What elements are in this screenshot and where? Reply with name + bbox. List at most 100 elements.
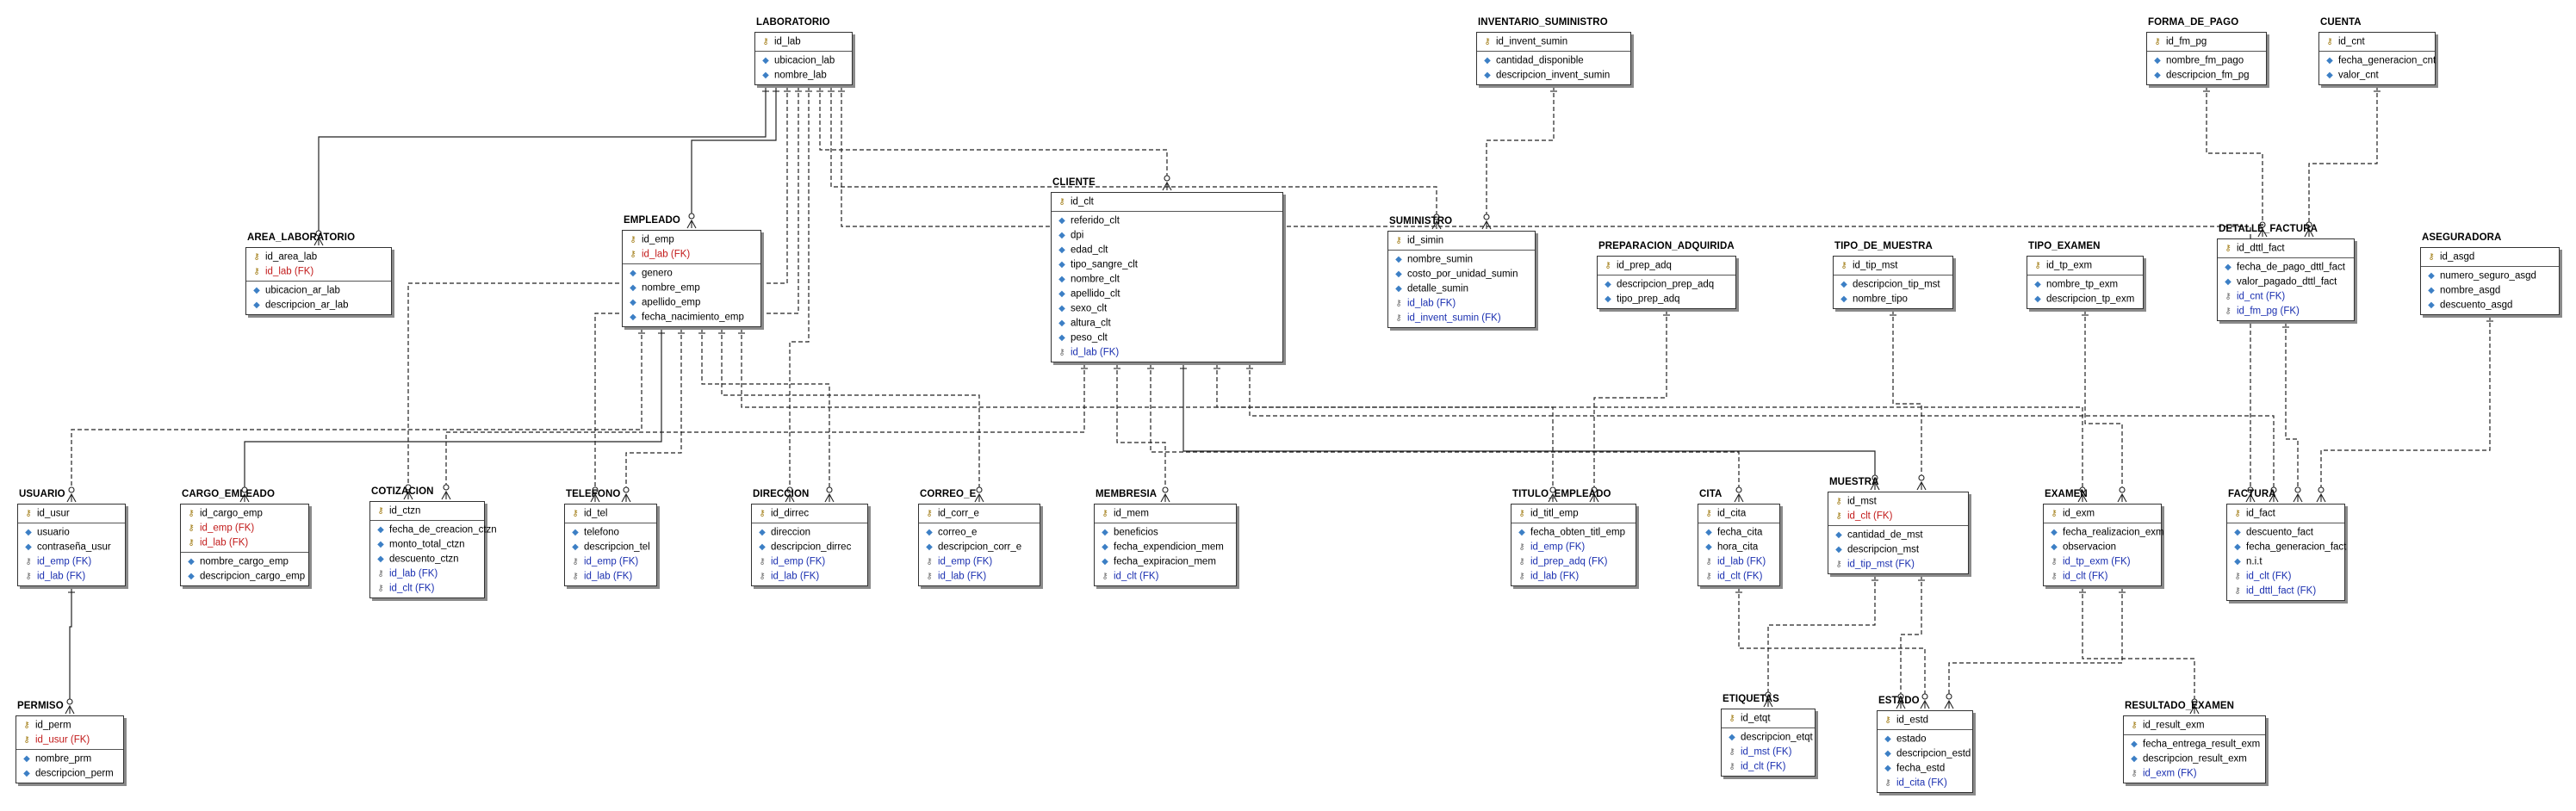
attribute-row: ◆n.i.t: [2231, 554, 2340, 569]
key-row: ⚷id_estd: [1882, 713, 1968, 727]
entity-correo-e[interactable]: CORREO_E ⚷id_corr_e ◆correo_e◆descripcio…: [918, 489, 1040, 586]
relationship-empleado-to-usuario: [71, 328, 642, 488]
attribute-diamond-icon: ◆: [1058, 333, 1065, 343]
key-icon: ⚷: [2428, 252, 2435, 262]
foreign-key-row: ⚷id_fm_pg (FK): [2222, 304, 2349, 319]
entity-suministro[interactable]: SUMINISTRO ⚷id_simin ◆nombre_sumin◆costo…: [1387, 216, 1536, 328]
entity-examen[interactable]: EXAMEN ⚷id_exm ◆fecha_realizacion_exm◆ob…: [2043, 489, 2164, 586]
attribute-row: ◆descripcion_estd: [1882, 746, 1971, 761]
relationship-cliente-to-cotizacion: [445, 363, 1085, 486]
field-name: id_invent_sumin (FK): [1407, 313, 1501, 324]
field-name: fecha_generacion_cnt: [2338, 55, 2436, 66]
entity-titulo-empleado[interactable]: TITULO_EMPLEADO ⚷id_titl_emp ◆fecha_obte…: [1511, 489, 1636, 586]
field-name: nombre_tipo: [1853, 294, 1908, 305]
entity-aseguradora[interactable]: ASEGURADORA ⚷id_asgd ◆numero_seguro_asgd…: [2420, 232, 2560, 315]
attribute-section: ◆fecha_obten_titl_emp⚷id_emp (FK)⚷id_pre…: [1511, 523, 1636, 585]
entity-box: ⚷id_mem ◆beneficios◆fecha_expendicion_me…: [1094, 504, 1237, 586]
field-name: tipo_prep_adq: [1617, 294, 1680, 305]
entity-detalle-factura[interactable]: DETALLE_FACTURA ⚷id_dttl_fact ◆fecha_de_…: [2217, 224, 2355, 321]
entity-resultado-examen[interactable]: RESULTADO_EXAMEN ⚷id_result_exm ◆fecha_e…: [2123, 701, 2266, 783]
attribute-diamond-icon: ◆: [2131, 754, 2138, 764]
entity-usuario[interactable]: USUARIO ⚷id_usur ◆usuario◆contraseña_usu…: [17, 489, 126, 586]
relationship-cliente-to-membresia: [1116, 363, 1166, 488]
field-name: genero: [642, 268, 673, 279]
attribute-diamond-icon: ◆: [1884, 734, 1891, 744]
entity-box: ⚷id_fact ◆descuento_fact◆fecha_generacio…: [2226, 504, 2346, 601]
entity-estado[interactable]: ESTADO ⚷id_estd ◆estado◆descripcion_estd…: [1877, 696, 1973, 793]
relationship-laboratorio-to-cotizacion: [407, 86, 788, 486]
entity-preparacion-adquirida[interactable]: PREPARACION_ADQUIRIDA ⚷id_prep_adq ◆desc…: [1597, 241, 1736, 309]
attribute-diamond-icon: ◆: [1102, 542, 1108, 552]
attribute-row: ◆detalle_sumin: [1393, 282, 1530, 296]
entity-box: ⚷id_asgd ◆numero_seguro_asgd◆nombre_asgd…: [2420, 247, 2560, 315]
entity-factura[interactable]: FACTURA ⚷id_fact ◆descuento_fact◆fecha_g…: [2226, 489, 2346, 601]
relationship-tipo-de-muestra-to-muestra-many-marker-foot: [1916, 480, 1927, 491]
relationship-examen-to-resultado-examen-many-marker-foot: [2189, 704, 2200, 715]
relationship-cliente-to-factura: [1249, 363, 2275, 488]
entity-direccion[interactable]: DIRECCION ⚷id_dirrec ◆direccion◆descripc…: [751, 489, 868, 586]
relationship-cliente-to-muestra: [1182, 363, 1876, 476]
entity-tipo-examen[interactable]: TIPO_EXAMEN ⚷id_tp_exm ◆nombre_tp_exm◆de…: [2027, 241, 2144, 309]
attribute-diamond-icon: ◆: [2034, 294, 2041, 304]
foreign-key-row: ⚷id_emp (FK): [756, 554, 863, 569]
entity-membresia[interactable]: MEMBRESIA ⚷id_mem ◆beneficios◆fecha_expe…: [1094, 489, 1237, 586]
key-icon: ⚷: [1705, 509, 1712, 518]
relationship-cliente-to-factura-many-marker-foot: [2269, 492, 2279, 503]
key-row: ⚷id_perm: [21, 718, 119, 733]
entity-etiquetas[interactable]: ETIQUETAS ⚷id_etqt ◆descripcion_etqt⚷id_…: [1721, 694, 1816, 777]
entity-title: ESTADO: [1878, 696, 1920, 706]
field-name: hora_cita: [1717, 542, 1759, 553]
field-name: altura_clt: [1071, 318, 1111, 329]
attribute-section: ◆cantidad_de_mst◆descripcion_mst⚷id_tip_…: [1828, 526, 1968, 573]
entity-cotizacion[interactable]: COTIZACION ⚷id_ctzn ◆fecha_de_creacion_c…: [369, 486, 497, 598]
key-icon: ⚷: [572, 509, 579, 518]
attribute-row: ◆fecha_nacimiento_emp: [627, 310, 756, 325]
key-icon: ⚷: [2131, 769, 2138, 778]
entity-cuenta[interactable]: CUENTA ⚷id_cnt ◆fecha_generacion_cnt◆val…: [2318, 17, 2436, 85]
key-row: ⚷id_dttl_fact: [2222, 241, 2349, 256]
entity-title: FACTURA: [2228, 489, 2276, 499]
relationship-laboratorio-to-area-laboratorio-many-marker-foot: [313, 236, 324, 246]
attribute-diamond-icon: ◆: [2034, 280, 2041, 289]
key-icon: ⚷: [2225, 306, 2231, 316]
relationship-examen-to-estado: [1948, 587, 2123, 695]
entity-forma-de-pago[interactable]: FORMA_DE_PAGO ⚷id_fm_pg ◆nombre_fm_pago◆…: [2146, 17, 2267, 85]
field-name: id_lab (FK): [584, 571, 633, 582]
key-row: ⚷id_area_lab: [251, 250, 387, 264]
key-row: ⚷id_mst: [1833, 494, 1964, 509]
entity-laboratorio[interactable]: LABORATORIO ⚷id_lab ◆ubicacion_lab◆nombr…: [754, 17, 853, 85]
entity-cliente[interactable]: CLIENTE ⚷id_clt ◆referido_clt◆dpi◆edad_c…: [1051, 177, 1283, 362]
attribute-row: ◆edad_clt: [1056, 243, 1278, 257]
entity-empleado[interactable]: EMPLEADO ⚷id_emp⚷id_lab (FK) ◆genero◆nom…: [622, 215, 761, 327]
attribute-diamond-icon: ◆: [253, 286, 260, 295]
key-row: ⚷id_tel: [569, 506, 652, 521]
relationship-aseguradora-to-factura-many-marker: [2318, 486, 2325, 493]
key-icon: ⚷: [2326, 37, 2333, 46]
field-name: dpi: [1071, 230, 1084, 241]
entity-permiso[interactable]: PERMISO ⚷id_perm⚷id_usur (FK) ◆nombre_pr…: [16, 701, 124, 783]
entity-inventario-suministro[interactable]: INVENTARIO_SUMINISTRO ⚷id_invent_sumin ◆…: [1476, 17, 1631, 85]
entity-telefono[interactable]: TELEFONO ⚷id_tel ◆telefono◆descripcion_t…: [564, 489, 657, 586]
field-name: id_mst: [1847, 496, 1877, 507]
entity-cargo-empleado[interactable]: CARGO_EMLEADO ⚷id_cargo_emp⚷id_emp (FK)⚷…: [180, 489, 309, 586]
relationship-forma-de-pago-to-detalle-factura-many-marker-foot: [2257, 227, 2268, 238]
entity-area-laboratorio[interactable]: AREA_LABORATORIO ⚷id_area_lab⚷id_lab (FK…: [245, 232, 392, 315]
entity-title: ASEGURADORA: [2422, 232, 2502, 243]
relationship-cliente-to-cotizacion-many-marker: [443, 484, 450, 491]
foreign-key-row: ⚷id_lab (FK): [1056, 345, 1278, 360]
attribute-row: ◆observacion: [2048, 540, 2157, 554]
entity-muestra[interactable]: MUESTRA ⚷id_mst⚷id_clt (FK) ◆cantidad_de…: [1828, 477, 1969, 574]
attribute-row: ◆ubicacion_ar_lab: [251, 283, 387, 298]
relationship-empleado-to-usuario-many-marker: [68, 486, 75, 493]
entity-tipo-de-muestra[interactable]: TIPO_DE_MUESTRA ⚷id_tip_mst ◆descripcion…: [1833, 241, 1953, 309]
attribute-diamond-icon: ◆: [1605, 294, 1611, 304]
relationship-laboratorio-to-suministro: [830, 86, 1437, 215]
field-name: descuento_ctzn: [389, 554, 459, 565]
field-name: id_clt (FK): [2246, 571, 2292, 582]
entity-box: ⚷id_estd ◆estado◆descripcion_estd◆fecha_…: [1877, 710, 1973, 793]
attribute-diamond-icon: ◆: [25, 542, 32, 552]
key-icon: ⚷: [1605, 261, 1611, 270]
relationship-cliente-to-cita: [1150, 363, 1740, 488]
entity-cita[interactable]: CITA ⚷id_cita ◆fecha_cita◆hora_cita⚷id_l…: [1698, 489, 1780, 586]
relationship-laboratorio-to-area-laboratorio: [318, 86, 767, 232]
